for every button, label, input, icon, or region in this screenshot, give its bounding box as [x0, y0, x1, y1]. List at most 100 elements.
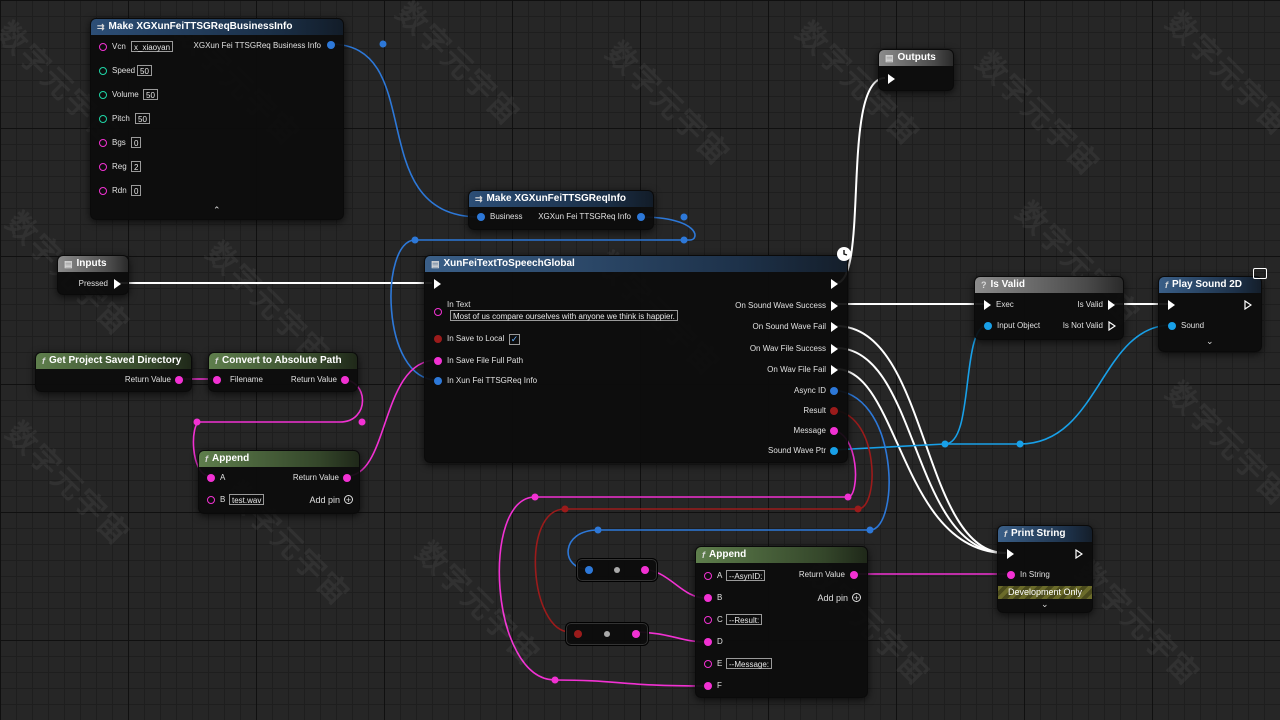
sound-pin[interactable] — [1168, 322, 1176, 330]
reroute-input-pin[interactable] — [585, 566, 593, 574]
a-pin[interactable] — [704, 572, 712, 580]
make-req-info-node[interactable]: ⇉ Make XGXunFeiTTSGReqInfo Business XGXu… — [468, 190, 654, 230]
chevron-down-icon[interactable]: ⌄ — [1041, 599, 1049, 609]
speed-input[interactable]: 50 — [137, 65, 152, 76]
b-pin[interactable] — [704, 594, 712, 602]
return-value-pin[interactable] — [343, 474, 351, 482]
speed-pin[interactable] — [99, 67, 107, 75]
b-input[interactable]: test.wav — [229, 494, 265, 505]
bgs-pin[interactable] — [99, 139, 107, 147]
node-header[interactable]: ⇉ Make XGXunFeiTTSGReqBusinessInfo — [91, 19, 343, 35]
reroute-output-pin[interactable] — [641, 566, 649, 574]
node-header[interactable]: ? Is Valid — [975, 277, 1123, 293]
rdn-pin[interactable] — [99, 187, 107, 195]
on-wav-file-fail-exec-pin[interactable] — [831, 365, 838, 375]
pitch-input[interactable]: 50 — [135, 113, 150, 124]
reroute-node-async-id[interactable] — [576, 558, 658, 582]
chevron-down-icon[interactable]: ⌄ — [1206, 336, 1214, 346]
vcn-pin[interactable] — [99, 43, 107, 51]
on-wav-file-success-exec-pin[interactable] — [831, 344, 838, 354]
b-pin[interactable] — [207, 496, 215, 504]
business-input-pin[interactable] — [477, 213, 485, 221]
is-not-valid-label: Is Not Valid — [1062, 321, 1103, 330]
node-header[interactable]: f Append — [696, 547, 867, 563]
reroute-input-pin[interactable] — [574, 630, 582, 638]
node-header[interactable]: ▤ Inputs — [58, 256, 128, 272]
pressed-exec-pin[interactable] — [114, 279, 121, 289]
exec-output-pin[interactable] — [831, 279, 838, 289]
business-info-output-pin[interactable] — [327, 41, 335, 49]
f-pin[interactable] — [704, 682, 712, 690]
chevron-up-icon[interactable]: ⌃ — [213, 205, 221, 215]
save-local-pin[interactable] — [434, 335, 442, 343]
req-info-input-pin[interactable] — [434, 377, 442, 385]
filename-pin[interactable] — [213, 376, 221, 384]
reg-pin[interactable] — [99, 163, 107, 171]
node-header[interactable]: ⇉ Make XGXunFeiTTSGReqInfo — [469, 191, 653, 207]
is-valid-node[interactable]: ? Is Valid Exec Is Valid Input Object Is… — [974, 276, 1124, 340]
volume-pin[interactable] — [99, 91, 107, 99]
e-pin[interactable] — [704, 660, 712, 668]
return-value-pin[interactable] — [850, 571, 858, 579]
outputs-node[interactable]: ▤ Outputs — [878, 49, 954, 91]
c-pin[interactable] — [704, 616, 712, 624]
node-header[interactable]: f Convert to Absolute Path — [209, 353, 357, 369]
node-header[interactable]: f Append — [199, 451, 359, 467]
reg-input[interactable]: 2 — [131, 161, 142, 172]
tts-global-node[interactable]: ▤ XunFeiTextToSpeechGlobal In Text Most … — [424, 255, 848, 463]
exec-input-pin[interactable] — [1168, 300, 1175, 310]
f-label: F — [717, 681, 722, 690]
pitch-pin[interactable] — [99, 115, 107, 123]
is-valid-exec-pin[interactable] — [1108, 300, 1115, 310]
volume-input[interactable]: 50 — [143, 89, 158, 100]
in-text-input[interactable]: Most of us compare ourselves with anyone… — [450, 310, 678, 321]
reroute-node-result[interactable] — [565, 622, 649, 646]
reroute-output-pin[interactable] — [632, 630, 640, 638]
in-text-pin[interactable] — [434, 308, 442, 316]
save-local-checkbox[interactable]: ✓ — [509, 334, 520, 345]
node-header[interactable]: ▤ XunFeiTextToSpeechGlobal — [425, 256, 847, 272]
on-sound-wave-success-exec-pin[interactable] — [831, 301, 838, 311]
append-path-node[interactable]: f Append A Return Value B test.wav Add p… — [198, 450, 360, 514]
e-input[interactable]: --Message: — [726, 658, 773, 669]
node-header[interactable]: f Play Sound 2D — [1159, 277, 1261, 293]
sound-wave-ptr-pin[interactable] — [830, 447, 838, 455]
a-input[interactable]: --AsynID: — [726, 570, 766, 581]
a-pin[interactable] — [207, 474, 215, 482]
req-info-output-pin[interactable] — [637, 213, 645, 221]
get-saved-dir-node[interactable]: f Get Project Saved Directory Return Val… — [35, 352, 192, 392]
on-sound-wave-fail-exec-pin[interactable] — [831, 322, 838, 332]
result-pin[interactable] — [830, 407, 838, 415]
add-pin-button[interactable]: Add pin+ — [817, 593, 861, 603]
print-string-node[interactable]: f Print String In String Development Onl… — [997, 525, 1093, 613]
exec-output-pin[interactable] — [1244, 300, 1252, 310]
exec-output-pin[interactable] — [1075, 549, 1083, 559]
make-business-info-node[interactable]: ⇉ Make XGXunFeiTTSGReqBusinessInfo XGXun… — [90, 18, 344, 220]
node-header[interactable]: f Get Project Saved Directory — [36, 353, 191, 369]
is-not-valid-exec-pin[interactable] — [1108, 321, 1116, 331]
add-pin-button[interactable]: Add pin+ — [309, 495, 353, 505]
return-value-pin[interactable] — [175, 376, 183, 384]
exec-input-pin[interactable] — [1007, 549, 1014, 559]
async-id-pin[interactable] — [830, 387, 838, 395]
save-path-pin[interactable] — [434, 357, 442, 365]
play-sound-2d-node[interactable]: f Play Sound 2D Sound ⌄ — [1158, 276, 1262, 352]
input-object-pin[interactable] — [984, 322, 992, 330]
vcn-input[interactable]: x_xiaoyan — [131, 41, 174, 52]
message-pin[interactable] — [830, 427, 838, 435]
rdn-input[interactable]: 0 — [131, 185, 142, 196]
d-pin[interactable] — [704, 638, 712, 646]
a-label: A — [220, 473, 226, 482]
exec-input-pin[interactable] — [984, 300, 991, 310]
inputs-node[interactable]: ▤ Inputs Pressed — [57, 255, 129, 295]
exec-input-pin[interactable] — [888, 74, 895, 84]
append-message-node[interactable]: f Append Return Value Add pin+ A --AsynI… — [695, 546, 868, 698]
node-header[interactable]: f Print String — [998, 526, 1092, 542]
exec-input-pin[interactable] — [434, 279, 441, 289]
c-input[interactable]: --Result: — [726, 614, 763, 625]
convert-abs-path-node[interactable]: f Convert to Absolute Path Filename Retu… — [208, 352, 358, 392]
node-header[interactable]: ▤ Outputs — [879, 50, 953, 66]
bgs-input[interactable]: 0 — [131, 137, 142, 148]
return-value-pin[interactable] — [341, 376, 349, 384]
in-string-pin[interactable] — [1007, 571, 1015, 579]
